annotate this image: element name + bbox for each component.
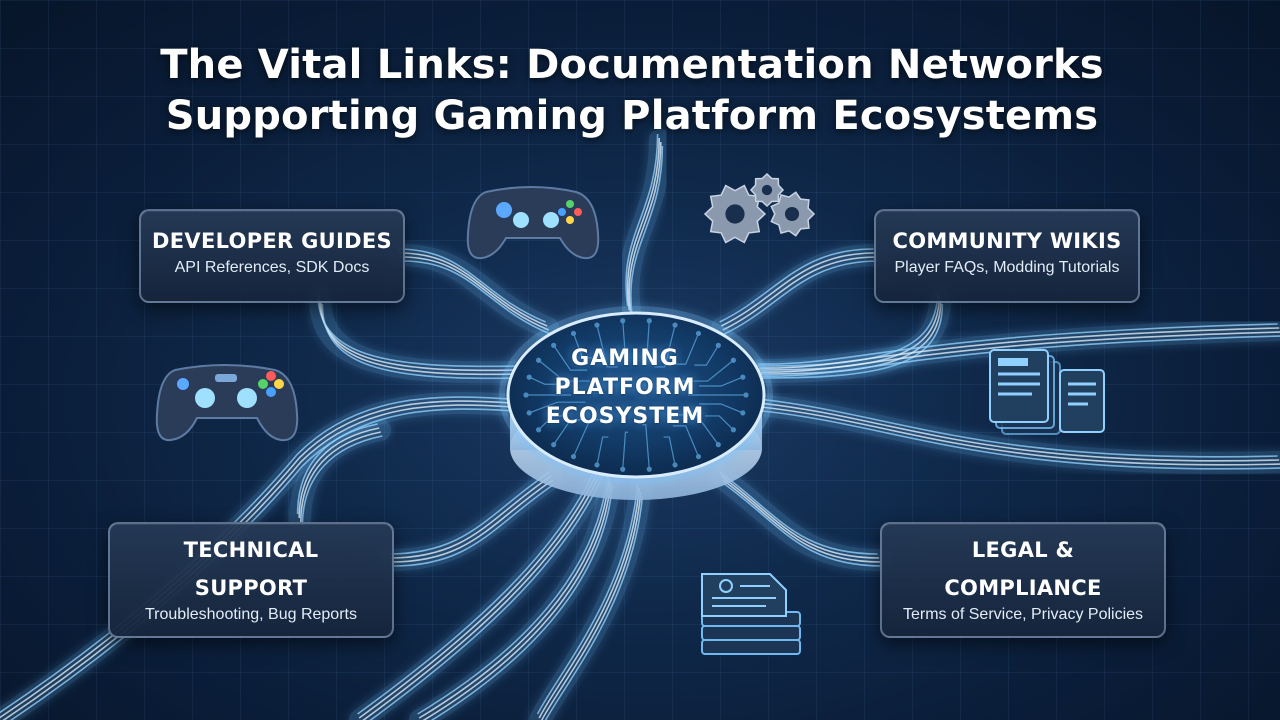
documents-icon xyxy=(989,349,1105,435)
circuit-trace xyxy=(705,415,734,431)
hub-label-line-1: GAMING xyxy=(571,346,679,371)
connection-link xyxy=(379,467,563,571)
circuit-node xyxy=(570,330,577,337)
card-heading: COMMUNITY WIKIS xyxy=(892,229,1122,253)
circuit-trace xyxy=(672,425,700,457)
circuit-node xyxy=(551,342,557,348)
circuit-node xyxy=(570,453,577,460)
circuit-trace xyxy=(596,436,609,466)
circuit-trace xyxy=(699,403,744,414)
circuit-node xyxy=(535,357,542,363)
circuit-node xyxy=(594,322,600,328)
circuit-trace xyxy=(645,320,650,351)
circuit-trace xyxy=(538,359,590,382)
gamepad-icon xyxy=(466,186,600,260)
connection-link xyxy=(749,394,1280,474)
gear-hub xyxy=(784,206,800,222)
circuit-node xyxy=(740,410,746,416)
circuit-node xyxy=(740,374,746,380)
circuit-trace xyxy=(572,419,607,457)
circuit-node xyxy=(620,318,626,324)
circuit-trace xyxy=(528,376,561,385)
circuit-node xyxy=(743,392,749,398)
circuit-node xyxy=(646,318,652,324)
circuit-node xyxy=(730,357,737,363)
circuit-node xyxy=(551,442,557,448)
card-detail: API References, SDK Docs xyxy=(174,259,370,276)
hub-label-line-2: PLATFORM xyxy=(554,375,696,400)
card-heading-line-2: SUPPORT xyxy=(194,576,308,600)
page-title-line-2: Supporting Gaming Platform Ecosystems xyxy=(165,93,1099,139)
community-wikis-card: COMMUNITY WIKIS Player FAQs, Modding Tut… xyxy=(874,209,1140,303)
circuit-trace xyxy=(699,376,744,387)
card-detail: Troubleshooting, Bug Reports xyxy=(145,606,357,623)
circuit-trace xyxy=(663,436,676,466)
circuit-trace xyxy=(622,320,629,359)
document-stack-icon xyxy=(701,573,801,655)
connection-link xyxy=(617,129,671,323)
circuit-trace xyxy=(694,345,719,366)
connection-link xyxy=(289,419,391,531)
gamepad-icon xyxy=(155,364,299,442)
circuit-node xyxy=(620,466,626,472)
hub-label-line-3: ECOSYSTEM xyxy=(545,404,705,429)
circuit-trace xyxy=(553,345,588,371)
circuit-node xyxy=(672,462,678,468)
circuit-node xyxy=(715,342,721,348)
circuit-trace xyxy=(682,359,734,382)
circuit-trace xyxy=(642,424,650,470)
gear-hub xyxy=(725,204,745,224)
technical-support-card: TECHNICAL SUPPORT Troubleshooting, Bug R… xyxy=(108,522,394,638)
connection-link xyxy=(409,469,621,720)
connection-link xyxy=(309,287,531,384)
card-detail: Terms of Service, Privacy Policies xyxy=(902,606,1144,623)
hub-platter xyxy=(499,306,773,500)
card-heading-line-2: COMPLIANCE xyxy=(944,576,1102,600)
gears-icon xyxy=(703,172,816,244)
circuit-trace xyxy=(553,419,588,445)
circuit-trace xyxy=(572,333,592,359)
circuit-trace xyxy=(538,415,567,431)
circuit-trace xyxy=(674,414,719,445)
circuit-node xyxy=(526,410,532,416)
circuit-trace xyxy=(654,324,676,368)
circuit-node xyxy=(535,427,542,433)
developer-guides-card: DEVELOPER GUIDES API References, SDK Doc… xyxy=(139,209,405,303)
circuit-node xyxy=(594,462,600,468)
circuit-node xyxy=(695,330,702,337)
circuit-node xyxy=(715,442,721,448)
circuit-trace xyxy=(622,431,629,470)
connection-link xyxy=(749,319,1280,382)
card-heading: DEVELOPER GUIDES xyxy=(152,229,392,253)
circuit-trace xyxy=(596,324,618,368)
connection-link xyxy=(711,244,887,339)
circuit-node xyxy=(526,374,532,380)
connection-link xyxy=(529,479,651,720)
legal-compliance-card: LEGAL & COMPLIANCE Terms of Service, Pri… xyxy=(880,522,1166,638)
circuit-node xyxy=(730,427,737,433)
circuit-node xyxy=(646,466,652,472)
circuit-node xyxy=(523,392,529,398)
card-heading-line-1: TECHNICAL xyxy=(183,538,319,562)
circuit-node xyxy=(672,322,678,328)
circuit-trace xyxy=(528,401,586,414)
connection-link xyxy=(711,467,891,571)
connection-link xyxy=(389,244,559,339)
card-detail: Player FAQs, Modding Tutorials xyxy=(894,259,1120,276)
page-title-line-1: The Vital Links: Documentation Networks xyxy=(160,42,1104,88)
gear-hub xyxy=(761,184,773,196)
circuit-node xyxy=(695,453,702,460)
card-heading-line-1: LEGAL & xyxy=(971,538,1075,562)
circuit-trace xyxy=(672,333,700,365)
connection-link xyxy=(349,459,611,720)
